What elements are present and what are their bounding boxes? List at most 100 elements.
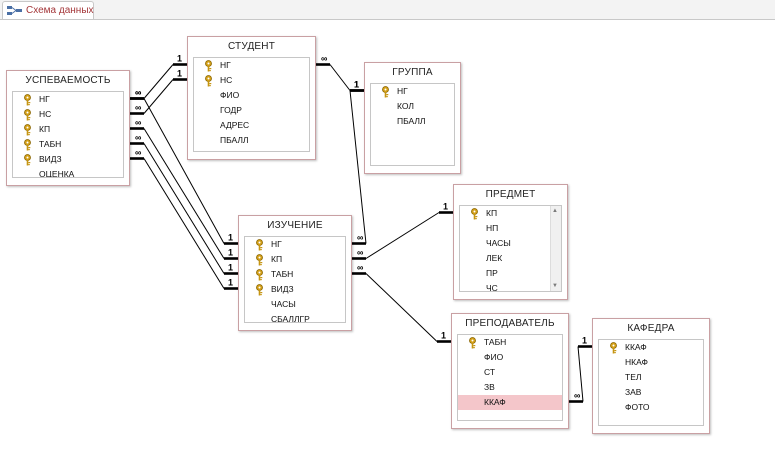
- tab-relationships[interactable]: Схема данных: [2, 1, 94, 19]
- field-name: ЧС: [486, 283, 498, 292]
- field-row[interactable]: НС: [13, 107, 123, 122]
- field-row[interactable]: СБАЛЛГР: [245, 312, 345, 322]
- table-kafedra[interactable]: КАФЕДРА ККАФ НКАФ ТЕЛ ЗАВ ФОТО: [592, 318, 710, 434]
- field-row[interactable]: НГ: [245, 237, 345, 252]
- field-name: СТ: [484, 367, 496, 377]
- field-row[interactable]: НС: [194, 73, 309, 88]
- field-name: НП: [486, 223, 499, 233]
- field-row[interactable]: ТАБН: [245, 267, 345, 282]
- table-title[interactable]: УСПЕВАЕМОСТЬ: [25, 75, 111, 86]
- field-row[interactable]: СТ: [458, 365, 562, 380]
- field-row[interactable]: ПБАЛЛ: [194, 133, 309, 148]
- primary-key-icon: [22, 124, 33, 136]
- table-title[interactable]: СТУДЕНТ: [227, 41, 276, 52]
- primary-key-icon: [22, 109, 33, 121]
- field-row[interactable]: КП: [460, 206, 561, 221]
- field-row[interactable]: НКАФ: [599, 355, 703, 370]
- field-name: АДРЕС: [220, 120, 250, 130]
- field-row[interactable]: НГ: [194, 58, 309, 73]
- tab-label: Схема данных: [26, 5, 94, 16]
- cardinality-many-label: ∞: [135, 148, 142, 158]
- field-name: ПБАЛЛ: [397, 116, 426, 126]
- primary-key-icon: [254, 284, 265, 296]
- field-row[interactable]: ОЦЕНКА: [13, 167, 123, 177]
- field-row[interactable]: ЗВ: [458, 380, 562, 395]
- cardinality-many-label: ∞: [574, 391, 581, 401]
- cardinality-one-label: 1: [228, 233, 233, 243]
- relationship-connector: [365, 273, 438, 342]
- field-row[interactable]: ЧС: [460, 281, 561, 292]
- field-row[interactable]: ГОДР: [194, 103, 309, 118]
- field-name: НКАФ: [625, 357, 648, 367]
- scroll-down-icon[interactable]: ▼: [552, 283, 558, 289]
- field-row[interactable]: ЛЕК: [460, 251, 561, 266]
- field-row[interactable]: ТАБН: [13, 137, 123, 152]
- field-row[interactable]: ЧАСЫ: [245, 297, 345, 312]
- relationship-connector: [143, 143, 225, 274]
- field-name: ЧАСЫ: [486, 238, 511, 248]
- relationship-connector: [365, 212, 440, 259]
- cardinality-many-label: ∞: [321, 54, 328, 64]
- relationship-line: 1∞: [130, 148, 238, 290]
- primary-key-icon: [254, 269, 265, 281]
- field-name: КП: [486, 208, 498, 218]
- field-row[interactable]: ВИДЗ: [245, 282, 345, 297]
- table-title[interactable]: КАФЕДРА: [627, 323, 675, 334]
- field-list[interactable]: ККАФ НКАФ ТЕЛ ЗАВ ФОТО: [598, 339, 704, 426]
- field-row[interactable]: НП: [460, 221, 561, 236]
- primary-key-icon: [203, 60, 214, 72]
- field-row[interactable]: ЗАВ: [599, 385, 703, 400]
- field-row[interactable]: КОЛ: [371, 99, 454, 114]
- field-row[interactable]: ПР: [460, 266, 561, 281]
- field-name: ЗАВ: [625, 387, 642, 397]
- field-row[interactable]: НГ: [13, 92, 123, 107]
- field-row[interactable]: КП: [13, 122, 123, 137]
- field-row[interactable]: ЧАСЫ: [460, 236, 561, 251]
- field-row[interactable]: ТЕЛ: [599, 370, 703, 385]
- field-row[interactable]: ВИДЗ: [13, 152, 123, 167]
- cardinality-one-label: 1: [228, 278, 233, 288]
- field-name: ТАБН: [271, 269, 294, 279]
- field-name: ФОТО: [625, 402, 650, 412]
- table-title[interactable]: ИЗУЧЕНИЕ: [267, 220, 323, 231]
- cardinality-one-label: 1: [443, 202, 448, 212]
- field-row[interactable]: ФИО: [194, 88, 309, 103]
- field-row[interactable]: АДРЕС: [194, 118, 309, 133]
- field-row[interactable]: ПБАЛЛ: [371, 114, 454, 129]
- field-name: КП: [271, 254, 283, 264]
- field-name: ТАБН: [484, 337, 507, 347]
- relationship-line: 1∞: [130, 133, 238, 275]
- field-name: ГОДР: [220, 105, 242, 115]
- table-title[interactable]: ПРЕДМЕТ: [485, 189, 536, 200]
- field-row[interactable]: ККАФ: [458, 395, 562, 410]
- table-title[interactable]: ГРУППА: [392, 67, 433, 78]
- field-name: ККАФ: [625, 342, 647, 352]
- cardinality-many-label: ∞: [135, 103, 142, 113]
- field-row[interactable]: ТАБН: [458, 335, 562, 350]
- cardinality-one-label: 1: [441, 331, 446, 341]
- vertical-scrollbar[interactable]: ▲▼: [550, 206, 561, 291]
- scroll-up-icon[interactable]: ▲: [552, 208, 558, 214]
- field-row[interactable]: НГ: [371, 84, 454, 99]
- relationship-connector: [577, 346, 584, 402]
- primary-key-icon: [380, 86, 391, 98]
- table-title[interactable]: ПРЕПОДАВАТЕЛЬ: [465, 318, 555, 329]
- field-row[interactable]: ККАФ: [599, 340, 703, 355]
- field-row[interactable]: ФОТО: [599, 400, 703, 415]
- relationship-line: 1∞: [349, 80, 367, 245]
- field-row[interactable]: ФИО: [458, 350, 562, 365]
- field-row[interactable]: КП: [245, 252, 345, 267]
